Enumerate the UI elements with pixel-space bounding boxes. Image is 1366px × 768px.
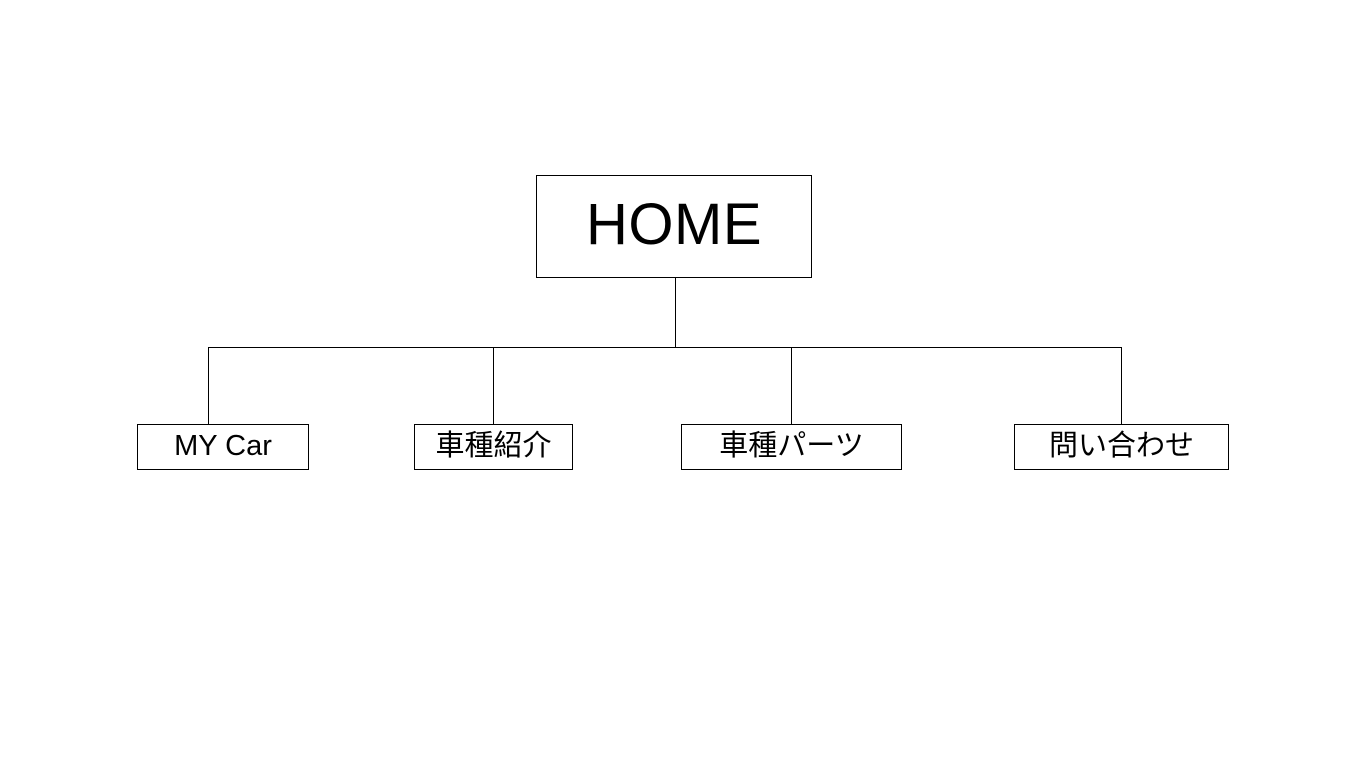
node-home[interactable]: HOME xyxy=(536,175,812,278)
connector-horizontal-bus xyxy=(208,347,1122,348)
connector-root-drop xyxy=(675,278,676,348)
connector-drop-car-parts xyxy=(791,347,792,424)
node-car-parts[interactable]: 車種パーツ xyxy=(681,424,902,470)
node-car-parts-label: 車種パーツ xyxy=(719,429,864,462)
node-my-car[interactable]: MY Car xyxy=(137,424,309,470)
connector-drop-contact xyxy=(1121,347,1122,424)
node-contact[interactable]: 問い合わせ xyxy=(1014,424,1229,470)
node-car-models[interactable]: 車種紹介 xyxy=(414,424,573,470)
node-contact-label: 問い合わせ xyxy=(1048,429,1194,462)
node-home-label: HOME xyxy=(586,191,762,257)
connector-drop-car-models xyxy=(493,347,494,424)
connector-drop-my-car xyxy=(208,347,209,424)
node-my-car-label: MY Car xyxy=(174,429,272,462)
node-car-models-label: 車種紹介 xyxy=(435,429,552,462)
